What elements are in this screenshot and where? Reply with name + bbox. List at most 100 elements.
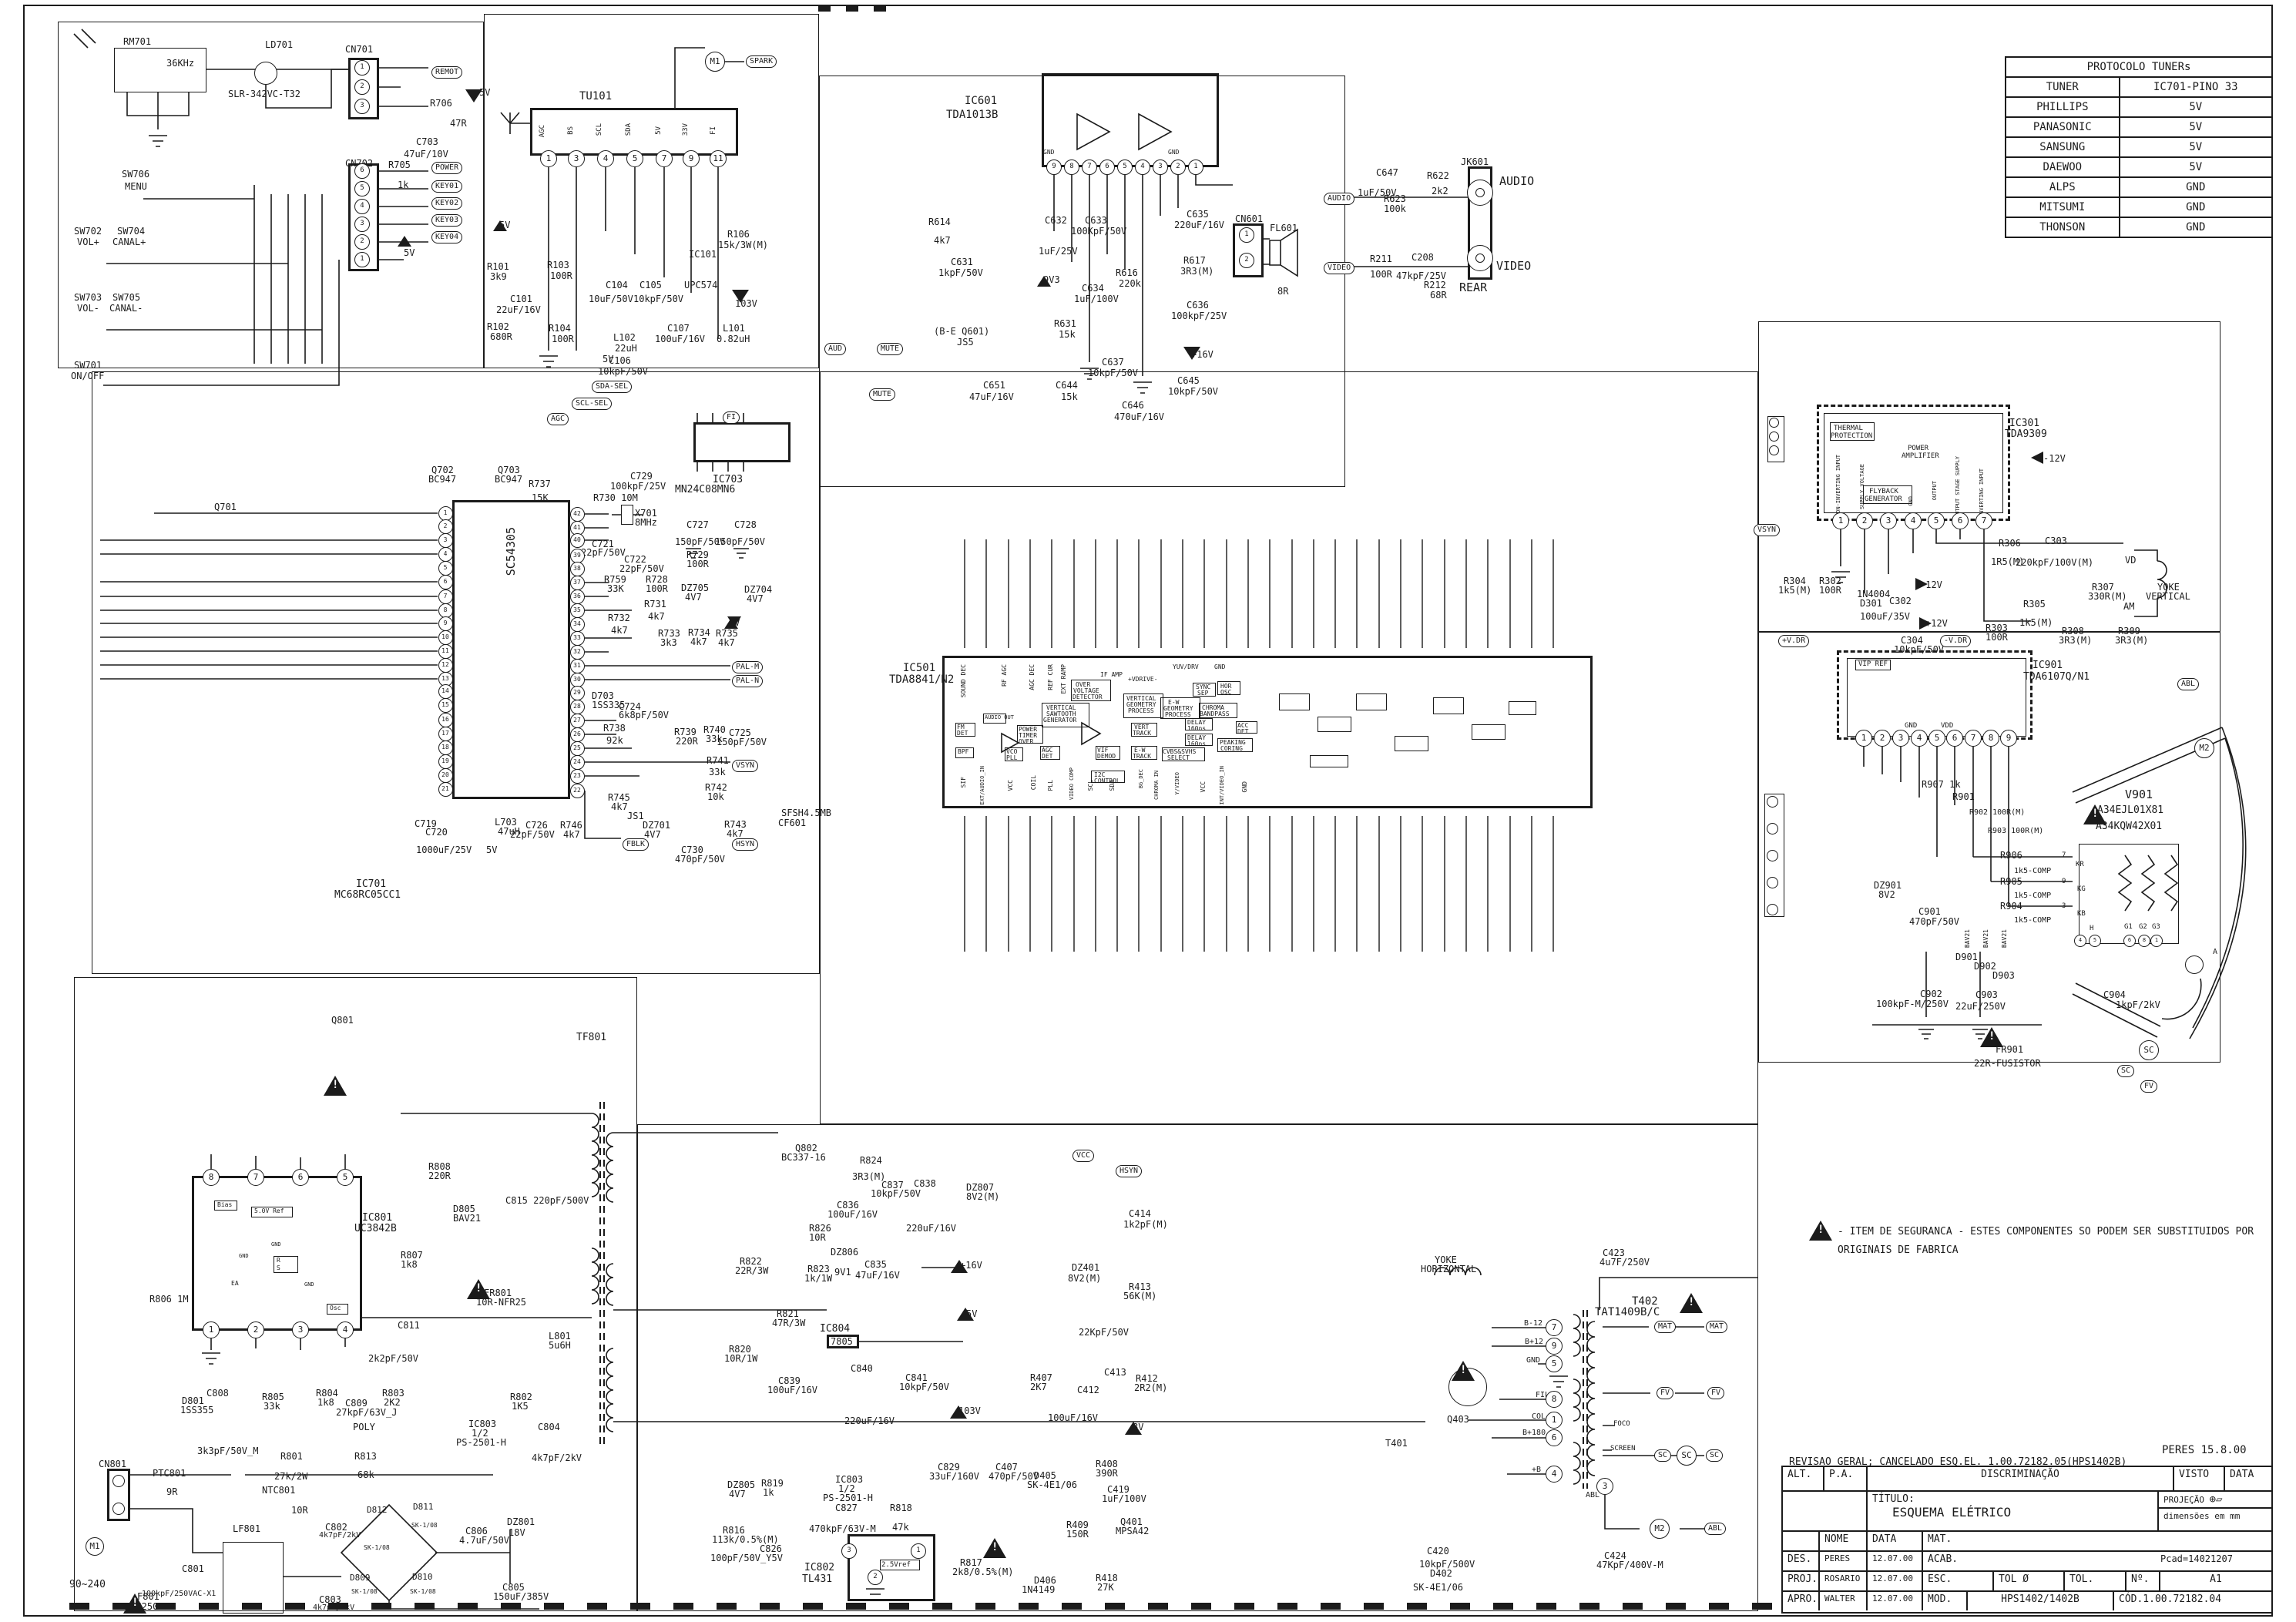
pin: 8 xyxy=(438,603,453,618)
sch-label: POLY xyxy=(353,1422,375,1432)
protocol-table-cell: MITSUMI xyxy=(2005,196,2120,218)
section-box xyxy=(1863,485,1912,504)
sch-label: 10kpF/50V xyxy=(1168,386,1219,397)
pin: 23 xyxy=(569,768,585,784)
sch-label: C651 xyxy=(983,380,1005,391)
net-tag: SCL-SEL xyxy=(572,398,613,410)
sch-label: C304 xyxy=(1901,635,1923,646)
sch-label: C208 xyxy=(1412,252,1434,263)
sch-label: 1k5(M) xyxy=(1778,585,1812,596)
sch-label: IC803 xyxy=(835,1474,864,1485)
sch-label: SAWTOOTH xyxy=(1046,710,1076,717)
connector-circle xyxy=(1766,795,1778,808)
sch-label: 1k5-COMP xyxy=(2014,892,2052,900)
sch-label: 22R-FUSISTOR xyxy=(1974,1058,2041,1069)
section-box xyxy=(1433,697,1464,714)
connector-circle xyxy=(112,1503,125,1515)
border-tick xyxy=(818,6,831,12)
sch-label: 470pF/50V xyxy=(989,1471,1039,1482)
border-tick xyxy=(544,1603,564,1610)
section-box xyxy=(348,58,379,119)
sch-label: R740 xyxy=(703,724,726,735)
warning-icon xyxy=(983,1538,1006,1558)
border-tick xyxy=(1364,1603,1384,1610)
sch-label: A34EJL01X81 xyxy=(2097,804,2164,816)
border-tick xyxy=(1191,1603,1211,1610)
border-tick xyxy=(673,1603,693,1610)
sch-label: R734 xyxy=(688,627,710,638)
section-box xyxy=(1199,703,1237,718)
sch-label: R418 xyxy=(1096,1573,1118,1583)
connector-circle xyxy=(1768,445,1779,455)
sch-label: SEP xyxy=(1197,690,1209,697)
border-tick xyxy=(846,1603,866,1610)
net-tag: MAT xyxy=(1654,1321,1677,1333)
protocol-table-cell: GND xyxy=(2118,176,2274,198)
sch-label: DELAY xyxy=(1187,719,1207,726)
sch-label: 8V2 xyxy=(1878,889,1895,900)
revision-signature: PERES 15.8.00 xyxy=(2162,1444,2247,1456)
sch-label: TL431 xyxy=(802,1573,833,1585)
sch-label: 1K5 xyxy=(512,1401,529,1412)
sch-label: 100kpF-M/250V xyxy=(1876,999,1949,1009)
sch-label: 15k xyxy=(1061,391,1078,402)
sch-label: R817 xyxy=(960,1557,982,1568)
protocol-table-cell: GND xyxy=(2118,217,2274,238)
sch-label: IC701 xyxy=(356,878,387,890)
sch-label: R823 xyxy=(807,1264,830,1274)
sch-label: AUDIO xyxy=(1499,174,1535,188)
border-tick xyxy=(1493,1603,1513,1610)
sch-label: R733 xyxy=(658,628,680,639)
section-box xyxy=(1017,725,1043,744)
pin: 4 xyxy=(438,546,453,562)
sch-label: SK-1/08 xyxy=(411,1522,438,1529)
sch-label: 47R xyxy=(450,118,467,129)
sch-label: C726 xyxy=(525,820,548,831)
sch-label: 4k7 xyxy=(934,235,951,246)
sch-label: 4k7pF/2kV xyxy=(532,1452,582,1463)
sch-label: 150R xyxy=(1066,1529,1089,1540)
sch-label: 3k3pF/50V_M xyxy=(197,1446,259,1456)
border-tick xyxy=(112,1603,133,1610)
pin: 5 xyxy=(1546,1355,1563,1372)
sch-label: DZ901 xyxy=(1874,880,1902,891)
pin: 6 xyxy=(354,163,370,179)
sch-label: VIP REF xyxy=(1858,660,1888,668)
sch-label: OVER xyxy=(1076,681,1091,688)
sch-label: R743 xyxy=(724,819,747,830)
sch-label: 1uF/50V xyxy=(1358,187,1397,198)
sch-label: OVER xyxy=(1019,738,1034,745)
sch-label: TDA6107Q/N1 xyxy=(2023,671,2090,683)
border-tick xyxy=(975,1603,995,1610)
pin: 8 xyxy=(1064,160,1079,175)
sch-label: 220R xyxy=(428,1170,451,1181)
sch-label: L102 xyxy=(613,332,636,343)
sch-label: IC901 xyxy=(2032,660,2063,671)
pin: 11 xyxy=(710,150,727,167)
tb-titulo: ESQUEMA ELÉTRICO xyxy=(1892,1505,2012,1520)
section-box xyxy=(1131,746,1157,760)
sch-label: C837 xyxy=(881,1180,904,1190)
net-tag: KEY04 xyxy=(431,231,463,243)
sch-label: C829 xyxy=(938,1462,960,1473)
sch-label: C631 xyxy=(951,257,973,267)
net-tag: FV xyxy=(1657,1387,1674,1399)
sch-label: DETECTOR xyxy=(1072,693,1103,700)
net-tag: FBLK xyxy=(623,838,650,851)
sch-label: 18V xyxy=(509,1527,525,1538)
section-box xyxy=(955,747,974,758)
sch-label: MC68RC05CC1 xyxy=(334,889,401,901)
pin: 35 xyxy=(569,603,585,618)
border-tick xyxy=(328,1603,348,1610)
sch-label: 1N4004 xyxy=(1857,589,1891,599)
sch-label: L101 xyxy=(723,323,745,334)
sch-label: 330R(M) xyxy=(2088,591,2127,602)
sch-label: C904 xyxy=(2103,989,2126,1000)
pin: 33 xyxy=(569,630,585,646)
border-tick xyxy=(717,1603,737,1610)
sch-label: 100uF/16V xyxy=(1048,1412,1099,1423)
sch-label: R759 xyxy=(604,574,626,585)
net-tag: VCC xyxy=(1072,1150,1095,1162)
sch-label: R807 xyxy=(401,1250,423,1261)
